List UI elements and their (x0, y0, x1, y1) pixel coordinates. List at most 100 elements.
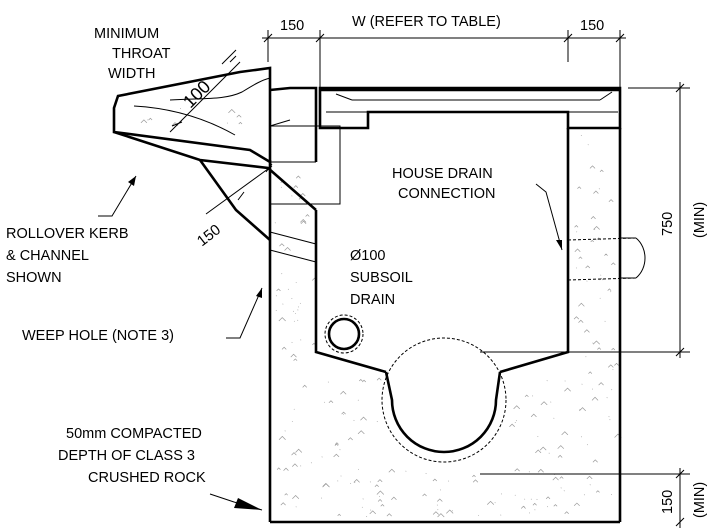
speckle-mark (559, 476, 564, 479)
label-compacted-1: 50mm COMPACTED (66, 426, 202, 442)
speckle-mark (564, 387, 571, 392)
speckle-mark (334, 443, 339, 446)
speckle-mark (337, 480, 339, 482)
speckle-mark (282, 303, 284, 305)
speckle-mark (500, 493, 503, 495)
speckle-mark (589, 165, 596, 169)
speckle-mark (328, 400, 334, 404)
speckle-mark (591, 396, 599, 401)
speckle-mark (524, 394, 529, 398)
speckle-mark (553, 504, 558, 507)
speckle-mark (583, 329, 590, 333)
speckle-mark (532, 502, 537, 506)
speckle-mark (577, 186, 582, 189)
speckle-mark (576, 231, 578, 233)
speckle-mark (589, 484, 591, 486)
speckle-mark (276, 288, 281, 292)
dimension-150-diag (205, 163, 273, 215)
speckle-mark (524, 498, 526, 500)
speckle-mark (284, 430, 286, 432)
speckle-mark (537, 468, 544, 473)
speckle-mark (472, 479, 479, 483)
speckle-mark (598, 382, 604, 386)
subsoil-drain-pipe (269, 231, 364, 354)
speckle-mark (425, 472, 427, 475)
label-dim-750-min: (MIN) (692, 202, 708, 238)
speckle-mark (437, 509, 439, 511)
speckle-mark (310, 462, 312, 464)
speckle-mark (369, 481, 371, 483)
speckle-mark (386, 513, 392, 517)
speckle-mark (610, 291, 612, 293)
speckle-mark (357, 399, 359, 401)
speckle-mark (604, 253, 608, 256)
speckle-mark (585, 265, 591, 269)
house-drain-pipe (567, 237, 646, 281)
speckle-mark (291, 341, 293, 344)
speckle-mark (595, 490, 600, 493)
speckle-mark (339, 449, 341, 451)
speckle-mark (340, 475, 342, 477)
speckle-mark (362, 498, 364, 500)
speckle-mark (579, 407, 586, 412)
speckle-mark (564, 380, 566, 382)
label-subsoil-2: SUBSOIL (350, 270, 413, 286)
speckle-mark (302, 384, 307, 388)
speckle-mark (563, 490, 565, 492)
label-min-throat-2: THROAT (112, 46, 171, 62)
speckle-mark (592, 342, 594, 344)
speckle-mark (535, 449, 542, 454)
speckle-mark (557, 445, 565, 449)
speckle-mark (578, 319, 584, 323)
label-dim-750: 750 (660, 212, 676, 236)
speckle-mark (514, 468, 520, 472)
speckle-mark (437, 498, 443, 502)
speckle-mark (147, 119, 149, 121)
speckle-mark (376, 490, 385, 495)
speckle-mark (514, 494, 516, 496)
speckle-mark (586, 475, 593, 480)
speckle-mark (573, 502, 580, 507)
speckle-mark (530, 413, 537, 418)
outlet-pipe (381, 337, 507, 463)
speckle-mark (550, 401, 552, 403)
speckle-mark (607, 364, 614, 368)
speckle-mark (609, 419, 611, 421)
speckle-mark (575, 267, 577, 269)
speckle-mark (608, 416, 610, 418)
speckle-mark (357, 430, 365, 435)
speckle-mark (598, 188, 600, 190)
speckle-mark (337, 513, 341, 517)
speckle-mark (376, 421, 378, 423)
speckle-mark (422, 493, 427, 497)
speckle-mark (148, 117, 153, 121)
speckle-mark (472, 474, 476, 478)
speckle-mark (291, 298, 293, 300)
speckle-mark (377, 479, 383, 483)
label-compacted-3: CRUSHED ROCK (88, 470, 206, 486)
speckle-mark (278, 317, 286, 322)
speckle-mark (297, 306, 299, 308)
speckle-mark (515, 420, 517, 422)
speckle-mark (509, 423, 516, 428)
speckle-mark (534, 509, 536, 511)
speckle-mark (528, 512, 531, 514)
speckle-mark (343, 413, 345, 415)
speckle-mark (588, 371, 593, 374)
speckle-mark (587, 144, 589, 146)
speckle-mark (275, 309, 277, 312)
speckle-mark (353, 419, 355, 422)
speckle-mark (592, 459, 598, 463)
label-rollover-3: SHOWN (6, 270, 62, 286)
speckle-mark (322, 482, 329, 487)
label-min-throat-1: MINIMUM (94, 26, 159, 42)
speckle-mark (300, 193, 306, 197)
speckle-mark (432, 478, 438, 482)
speckle-mark (548, 452, 550, 454)
label-rollover-1: ROLLOVER KERB (6, 226, 129, 242)
label-compacted-2: DEPTH OF CLASS 3 (58, 448, 195, 464)
label-weep-hole: WEEP HOLE (NOTE 3) (22, 328, 174, 344)
speckle-mark (586, 444, 588, 446)
dimension-100-throat (169, 49, 241, 133)
speckle-mark (580, 134, 582, 136)
